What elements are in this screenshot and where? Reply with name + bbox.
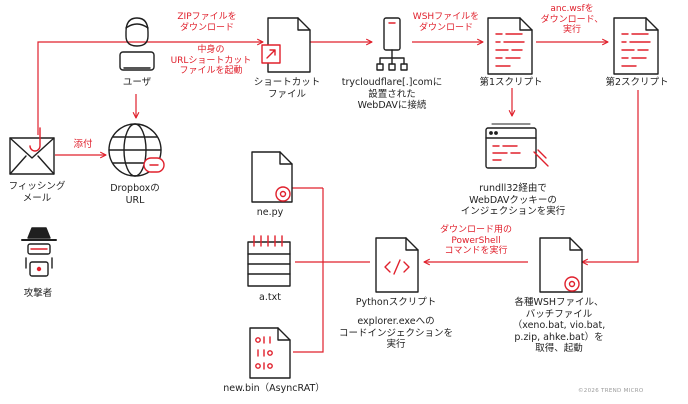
- script2-label: 第2スクリプト: [605, 77, 669, 88]
- attacker-label: 攻撃者: [23, 288, 53, 299]
- user-label: ユーザ: [122, 77, 152, 88]
- script1-label: 第1スクリプト: [479, 77, 543, 88]
- edge-label-wsh-download: WSHファイルを ダウンロード: [412, 12, 480, 33]
- edge-script2-to-wsh: [582, 90, 639, 262]
- edge-label-attach: 添付: [73, 139, 93, 150]
- edge-label-anc-wsf: anc.wsfを ダウンロード、 実行: [540, 4, 604, 35]
- edge-label-url-shortcut: 中身の URLショートカット ファイルを起動: [170, 45, 252, 76]
- text-file-icon: [247, 235, 291, 287]
- edge-label-powershell: ダウンロード用の PowerShell コマンドを実行: [439, 225, 512, 256]
- copyright-text: ©2026 TREND MICRO: [578, 388, 644, 394]
- python-file-icon: [375, 237, 419, 293]
- gear-file-icon: [539, 237, 583, 293]
- phishing-mail-label: フィッシング メール: [8, 181, 66, 204]
- a-txt-label: a.txt: [259, 292, 281, 303]
- server-network-icon: [376, 17, 408, 71]
- ne-py-label: ne.py: [256, 207, 284, 218]
- browser-window-icon: [485, 123, 549, 169]
- user-icon: [119, 17, 155, 71]
- python-script-label: Pythonスクリプト: [355, 297, 437, 308]
- shortcut-file-icon: [261, 17, 311, 73]
- edge-mail-to-shortcut: [37, 42, 263, 135]
- trycloudflare-label: trycloudflare[.]comに 設置された WebDAVに接続: [341, 77, 443, 111]
- binary-file-icon: [249, 327, 291, 379]
- hook-icon: [29, 127, 41, 152]
- bracket-new-bin: [293, 188, 324, 353]
- rundll-label: rundll32経由で WebDAVクッキーの インジェクションを実行: [460, 183, 566, 217]
- shortcut-file-label: ショートカット ファイル: [253, 77, 321, 100]
- wsh-files-label: 各種WSHファイル、 バッチファイル （xeno.bat, vio.bat, p…: [512, 297, 606, 354]
- mail-icon: [9, 137, 55, 175]
- script-file-icon: [613, 17, 659, 75]
- dropbox-url-label: Dropboxの URL: [110, 183, 160, 206]
- new-bin-label: new.bin（AsyncRAT）: [223, 383, 325, 394]
- script-file-icon: [487, 17, 533, 75]
- edge-label-zip-download: ZIPファイルを ダウンロード: [177, 12, 237, 33]
- explorer-injection-label: explorer.exeへの コードインジェクションを 実行: [338, 316, 453, 350]
- gear-file-icon: [251, 151, 293, 203]
- attacker-icon: [21, 227, 57, 277]
- globe-icon: [108, 123, 165, 177]
